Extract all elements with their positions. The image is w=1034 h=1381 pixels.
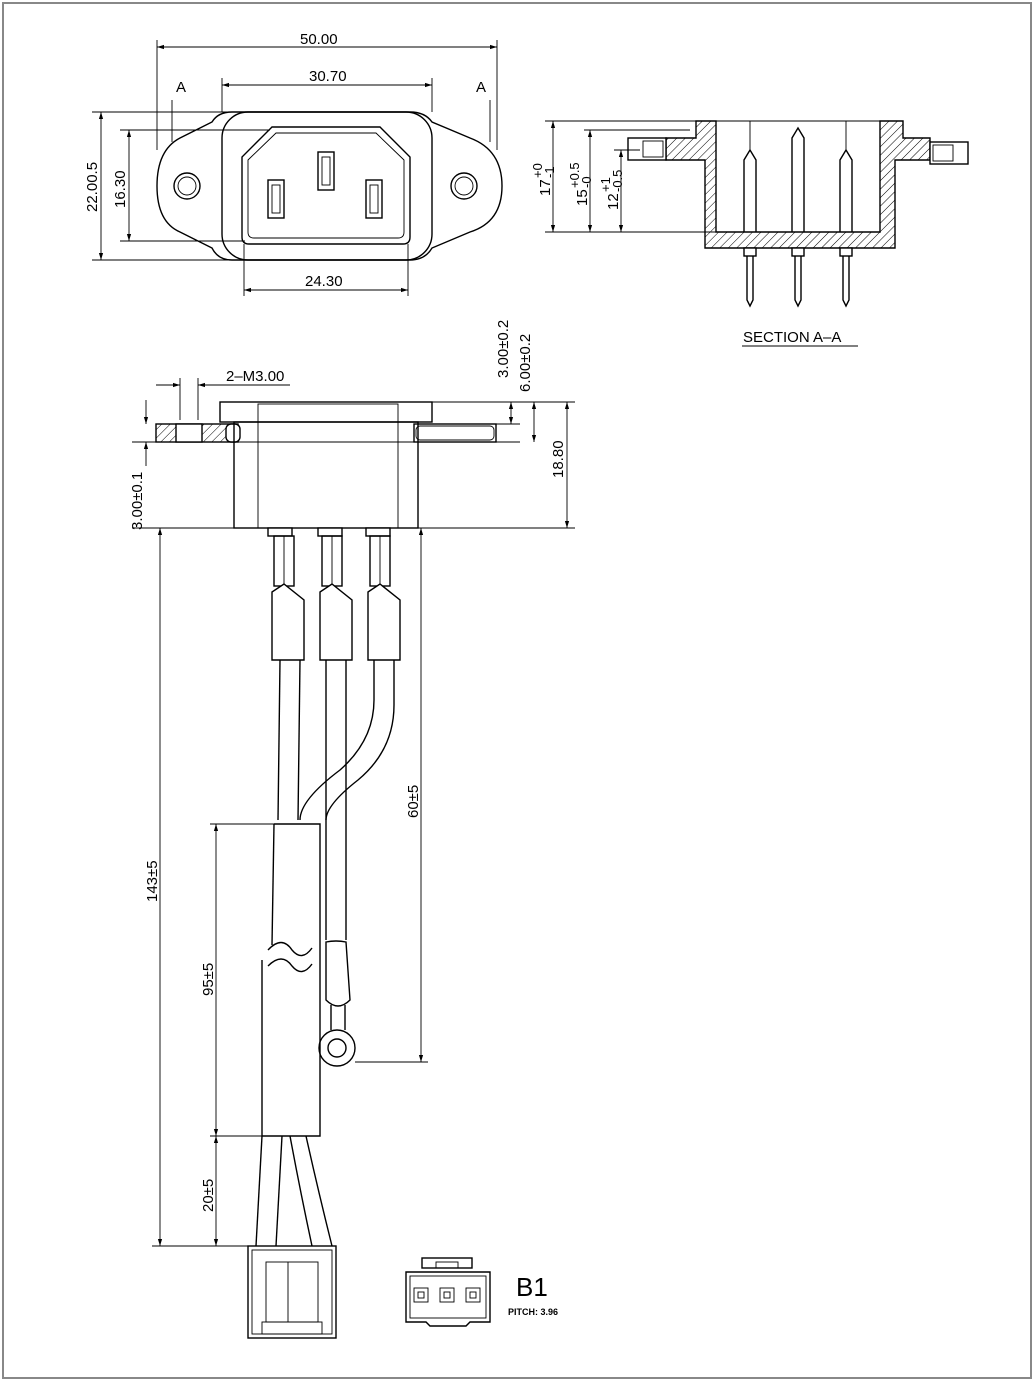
dim-body-height: 18.80: [550, 440, 567, 478]
dim-socket-width: 24.30: [305, 273, 343, 290]
dim-depth-17: 17: [537, 179, 554, 196]
dim-depth-15: 15: [574, 189, 591, 206]
side-view: 2–M3.00 3.00±0.2 6.00±0.2 18.80 3.00±0.1: [129, 320, 575, 530]
dim-depth-12-tol-bottom: -0.5: [610, 170, 625, 192]
section-title: SECTION A–A: [743, 329, 841, 346]
dim-depth-17-tol-bottom: -1: [542, 166, 557, 178]
dim-depth-12-tol-top: +1: [598, 177, 613, 192]
section-view: 17 +0 -1 15 +0.5 -0 12 +1 -0.5 SECTION A…: [530, 120, 969, 347]
dim-overall-width: 50.00: [300, 31, 338, 48]
dim-lead-length: 20±5: [200, 1179, 217, 1212]
dim-screw-label: 2–M3.00: [226, 368, 284, 385]
connector-pitch: PITCH: 3.96: [508, 1307, 558, 1317]
dim-flange-thickness: 3.00±0.2: [495, 320, 512, 378]
dim-depth-15-tol-bottom: -0: [579, 176, 594, 188]
section-marker-left: A: [176, 79, 186, 96]
dim-total-length: 143±5: [144, 860, 161, 902]
cable-view: 143±5 60±5 95±5 20±5: [144, 527, 428, 1339]
dim-overall-height: 22.00.5: [84, 162, 101, 212]
connector-label: B1: [516, 1272, 548, 1302]
section-marker-right: A: [476, 79, 486, 96]
dim-ground-length: 60±5: [405, 785, 422, 818]
dim-depth-17-tol-top: +0: [530, 163, 545, 178]
dim-depth-15-tol-top: +0.5: [567, 162, 582, 188]
dim-inner-height: 16.30: [112, 170, 129, 208]
dim-flange-offset: 6.00±0.2: [517, 334, 534, 392]
front-view: 50.00 30.70 A A 24.30 22.00.5 16.30: [84, 31, 503, 296]
dim-inner-width: 30.70: [309, 68, 347, 85]
dim-sleeve-length: 95±5: [200, 963, 217, 996]
dim-base-thickness: 3.00±0.1: [129, 472, 146, 530]
connector-b1: B1 PITCH: 3.96: [405, 1257, 558, 1327]
dim-depth-12: 12: [605, 193, 622, 210]
